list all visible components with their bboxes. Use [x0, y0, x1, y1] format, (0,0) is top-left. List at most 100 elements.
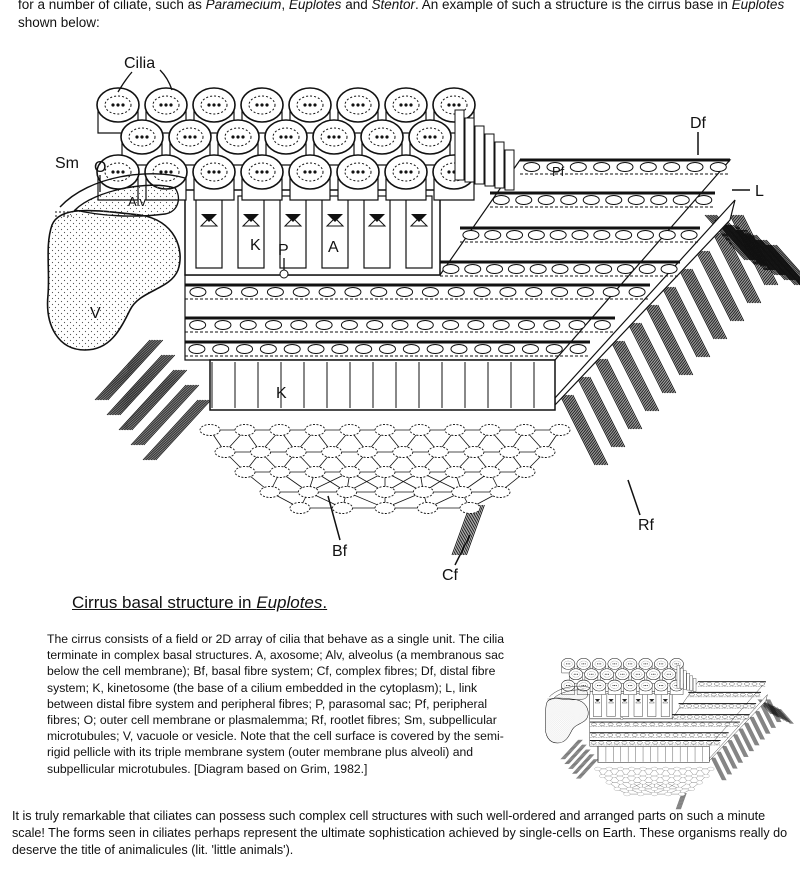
peripheral-fibre [465, 265, 481, 274]
cilium [385, 155, 427, 200]
peripheral-fibre [570, 345, 586, 354]
peripheral-fibre [319, 288, 335, 297]
doublet-dot [428, 135, 431, 138]
basal-fibre-node [251, 447, 271, 458]
peripheral-fibre [603, 288, 619, 297]
doublet-dot [375, 135, 378, 138]
peripheral-fibre [645, 741, 650, 744]
doublet-dot [614, 663, 615, 664]
peripheral-fibre [708, 715, 713, 718]
doublet-dot [361, 170, 364, 173]
peripheral-fibre [475, 345, 491, 354]
doublet-dot [409, 170, 412, 173]
doublet-dot [385, 135, 388, 138]
doublet-dot [351, 103, 354, 106]
doublet-dot [644, 685, 645, 686]
doublet-dot [620, 674, 621, 675]
doublet-dot [639, 674, 640, 675]
peripheral-fibre [736, 704, 741, 707]
peripheral-fibre [622, 741, 627, 744]
doublet-dot [583, 685, 584, 686]
peripheral-fibre [591, 741, 596, 744]
peripheral-fibre [637, 741, 642, 744]
rootlet-fibre [100, 340, 155, 400]
basal-fibre-node [614, 787, 620, 791]
doublet-dot [668, 674, 669, 675]
peripheral-fibre [714, 741, 719, 744]
peripheral-fibre [561, 196, 577, 205]
label-df: Df [690, 115, 707, 132]
peripheral-fibre [651, 196, 667, 205]
peripheral-fibre [708, 704, 713, 707]
doublet-dot [577, 674, 578, 675]
doublet-dot [169, 103, 172, 106]
cilium-side [687, 673, 690, 690]
peripheral-fibre [722, 682, 727, 685]
peripheral-fibre [284, 345, 300, 354]
basal-fibre-node [651, 787, 657, 791]
doublet-dot [605, 674, 606, 675]
peripheral-fibre [639, 265, 655, 274]
doublet-dot [676, 663, 677, 664]
peripheral-fibre [356, 345, 372, 354]
basal-fibre-node [599, 774, 605, 778]
doublet-dot [260, 103, 263, 106]
basal-fibre-node [445, 425, 465, 436]
doublet-dot [597, 663, 598, 664]
peripheral-fibre [697, 693, 702, 696]
peripheral-fibre [673, 196, 689, 205]
peripheral-fibre [629, 288, 645, 297]
doublet-dot [659, 663, 660, 664]
basal-fibre-node [674, 767, 680, 771]
kinetosome [607, 693, 615, 716]
basal-fibre-node [410, 467, 430, 478]
peripheral-fibre [744, 682, 749, 685]
basal-fibre-node [499, 447, 519, 458]
basal-fibre-lattice [200, 425, 570, 514]
caption-genus: Euplotes [256, 593, 322, 612]
peripheral-fibre [694, 704, 699, 707]
basal-fibre-node [665, 792, 671, 796]
doublet-dot [356, 170, 359, 173]
kinetosome [406, 196, 432, 268]
basal-fibre-node [696, 767, 702, 771]
doublet-dot [592, 674, 593, 675]
doublet-dot [667, 674, 668, 675]
basal-fibre-node [651, 767, 657, 771]
peripheral-fibre [733, 693, 738, 696]
basal-fibre-node [626, 787, 632, 791]
basal-fibre-node [662, 767, 668, 771]
doublet-dot [645, 685, 646, 686]
rootlet-fibre [98, 340, 153, 400]
label-cf: Cf [442, 567, 459, 584]
thumbnail-part [545, 686, 589, 743]
peripheral-fibre [759, 682, 764, 685]
closing-paragraph: It is truly remarkable that ciliates can… [12, 808, 792, 858]
doublet-dot [231, 135, 234, 138]
cilium [654, 680, 668, 695]
peripheral-fibre [687, 715, 692, 718]
doublet-dot [212, 103, 215, 106]
kinetosome [238, 196, 264, 268]
doublet-dot [661, 663, 662, 664]
cilium-side [505, 150, 514, 190]
peripheral-fibre [443, 321, 459, 330]
doublet-dot [630, 663, 631, 664]
kinetosome [634, 693, 642, 716]
peripheral-fibre [380, 345, 396, 354]
label-l: L [755, 183, 764, 200]
peripheral-fibre [666, 723, 671, 726]
cilium [592, 680, 606, 695]
basal-fibre-node [703, 774, 709, 778]
peripheral-fibre [596, 265, 612, 274]
peripheral-fibre [676, 741, 681, 744]
basal-fibre-node [235, 467, 255, 478]
peripheral-fibre [740, 693, 745, 696]
peripheral-fibre [673, 715, 678, 718]
peripheral-fibre [691, 741, 696, 744]
peripheral-fibre [633, 723, 638, 726]
basal-fibre-node [651, 792, 657, 796]
peripheral-fibre [213, 345, 229, 354]
peripheral-fibre [681, 734, 686, 737]
peripheral-fibre [242, 288, 258, 297]
